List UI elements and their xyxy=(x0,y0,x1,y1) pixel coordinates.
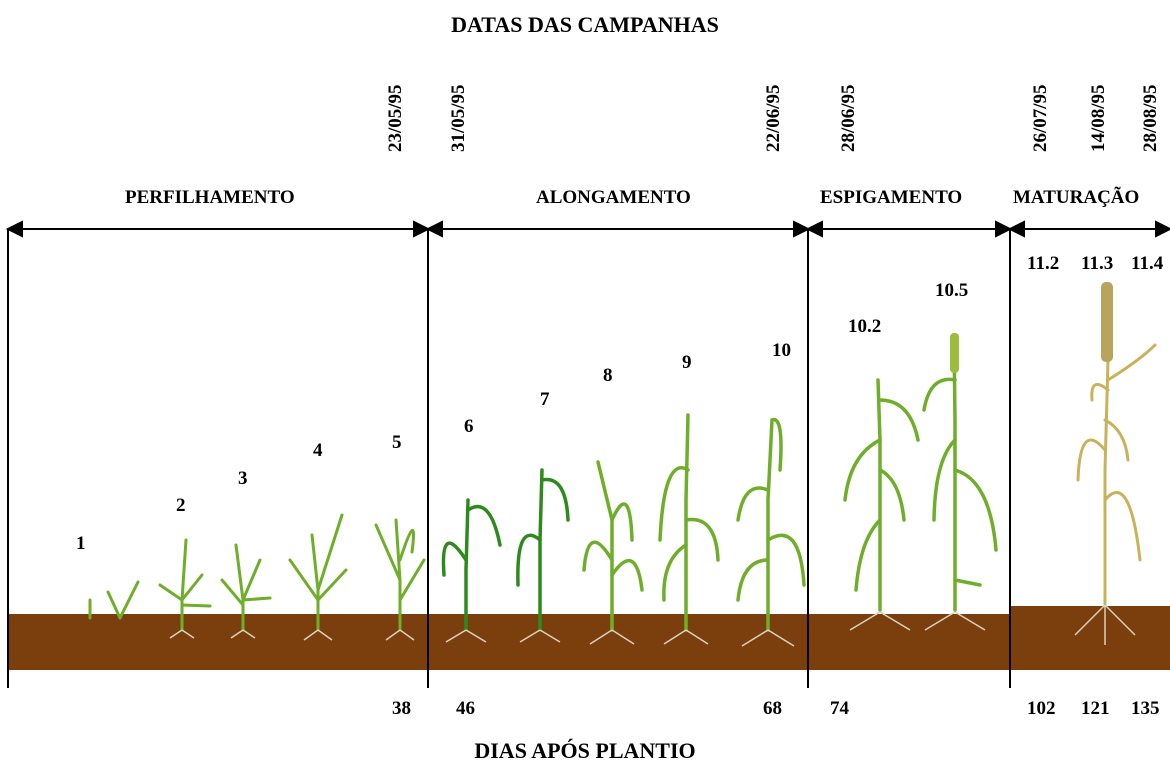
phase-dividers xyxy=(7,229,1011,688)
arrowhead xyxy=(793,220,811,238)
stage-label: 5 xyxy=(392,432,402,453)
stage-label: 11.2 xyxy=(1027,253,1060,274)
phase-arrows xyxy=(5,220,1170,238)
plant-stage-6 xyxy=(441,498,502,632)
plant-stage-8 xyxy=(582,460,644,632)
phase-label-espigamento: ESPIGAMENTO xyxy=(820,187,963,208)
stage-label: 10.5 xyxy=(935,280,969,301)
arrowhead xyxy=(1007,220,1025,238)
top-title: DATAS DAS CAMPANHAS xyxy=(451,12,719,37)
ear xyxy=(950,333,959,373)
phase-label-maturacao: MATURAÇÃO xyxy=(1013,187,1140,208)
plants xyxy=(88,282,1157,632)
stage-label: 8 xyxy=(603,365,613,386)
plant-stage-10-5 xyxy=(922,333,998,612)
arrowhead xyxy=(995,220,1013,238)
plant-stage-7 xyxy=(516,468,570,632)
stage-label: 1 xyxy=(76,533,86,554)
plant-stage-5 xyxy=(374,518,426,632)
soil-band xyxy=(8,614,1170,670)
plant-stage-1 xyxy=(88,580,140,620)
phase-label-perfilhamento: PERFILHAMENTO xyxy=(125,187,295,208)
roots xyxy=(169,604,1136,647)
stage-label: 6 xyxy=(464,416,474,437)
stage-label: 3 xyxy=(238,468,248,489)
arrowhead xyxy=(413,220,431,238)
plant-stage-10-2 xyxy=(843,378,920,612)
phase-label-alongamento: ALONGAMENTO xyxy=(536,187,691,208)
plant-stage-2 xyxy=(158,538,212,632)
day-label: 68 xyxy=(763,698,782,719)
arrowhead xyxy=(805,220,823,238)
arrowhead xyxy=(1155,220,1170,238)
plant-stage-10 xyxy=(736,417,806,632)
bottom-title: DIAS APÓS PLANTIO xyxy=(474,738,696,763)
day-label: 38 xyxy=(392,698,411,719)
plant-stage-3 xyxy=(220,543,272,632)
stage-label: 10 xyxy=(772,340,791,361)
ear xyxy=(1101,282,1113,362)
stage-label: 11.4 xyxy=(1131,253,1164,274)
stage-label: 9 xyxy=(682,352,692,373)
stage-label: 4 xyxy=(313,440,323,461)
soil-band xyxy=(1010,606,1170,616)
day-label: 102 xyxy=(1027,698,1056,719)
plant-stage-9 xyxy=(658,413,720,632)
plant-stage-11 xyxy=(1076,343,1157,607)
day-label: 121 xyxy=(1081,698,1110,719)
plant-stage-4 xyxy=(288,513,348,632)
day-label: 135 xyxy=(1131,698,1160,719)
day-label: 46 xyxy=(456,698,475,719)
stage-label: 2 xyxy=(176,495,186,516)
stage-label: 11.3 xyxy=(1081,253,1114,274)
day-label: 74 xyxy=(830,698,849,719)
stage-label: 7 xyxy=(540,389,550,410)
arrowhead xyxy=(5,220,23,238)
stage-label: 10.2 xyxy=(848,316,882,337)
arrowhead xyxy=(425,220,443,238)
